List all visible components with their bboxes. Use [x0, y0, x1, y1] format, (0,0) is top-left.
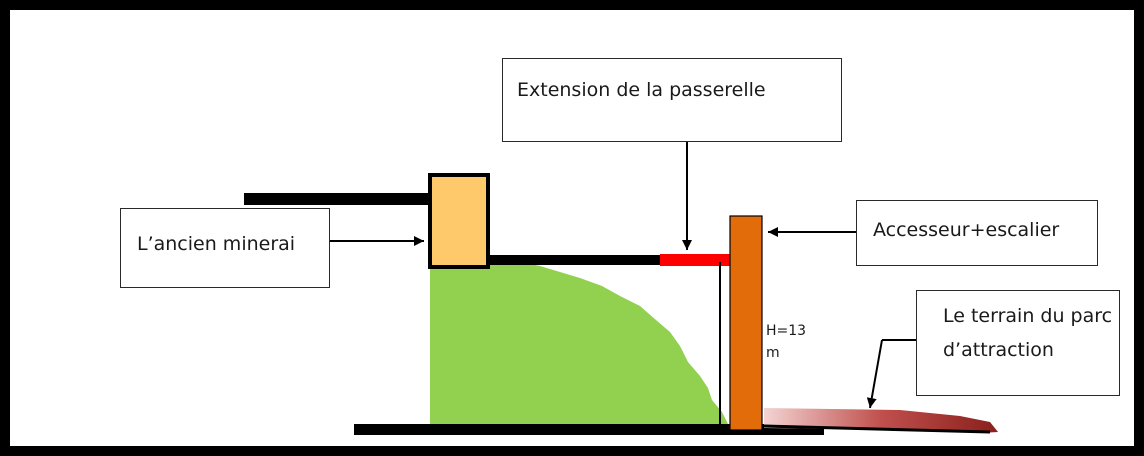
extension-label-box: Extension de la passerelle — [502, 58, 842, 142]
terrain-edge — [763, 424, 991, 434]
terrain-label-line1: Le terrain du parc — [943, 305, 1113, 327]
extension-label: Extension de la passerelle — [517, 79, 766, 101]
ground-line — [354, 424, 824, 435]
green-slope — [430, 262, 728, 424]
accesseur-label-box: Accesseur+escalier — [856, 200, 1098, 266]
lower-walkway — [486, 255, 664, 265]
ancien-minerai-label-box: L’ancien minerai — [120, 208, 330, 288]
accesseur-label: Accesseur+escalier — [873, 219, 1060, 241]
terrain-label-box: Le terrain du parc d’attraction — [916, 290, 1120, 396]
terrain-label-line2: d’attraction — [943, 338, 1054, 361]
ancien-minerai-block — [428, 173, 490, 269]
height-label-line2: m — [766, 345, 780, 362]
arrow-terrain-down — [866, 339, 883, 409]
accesseur-tower — [729, 215, 763, 431]
height-label: H=13 m — [766, 320, 806, 365]
extension-bar — [660, 254, 730, 266]
height-label-line1: H=13 — [766, 323, 807, 339]
ancien-minerai-label: L’ancien minerai — [137, 233, 296, 255]
upper-walkway — [244, 193, 434, 205]
